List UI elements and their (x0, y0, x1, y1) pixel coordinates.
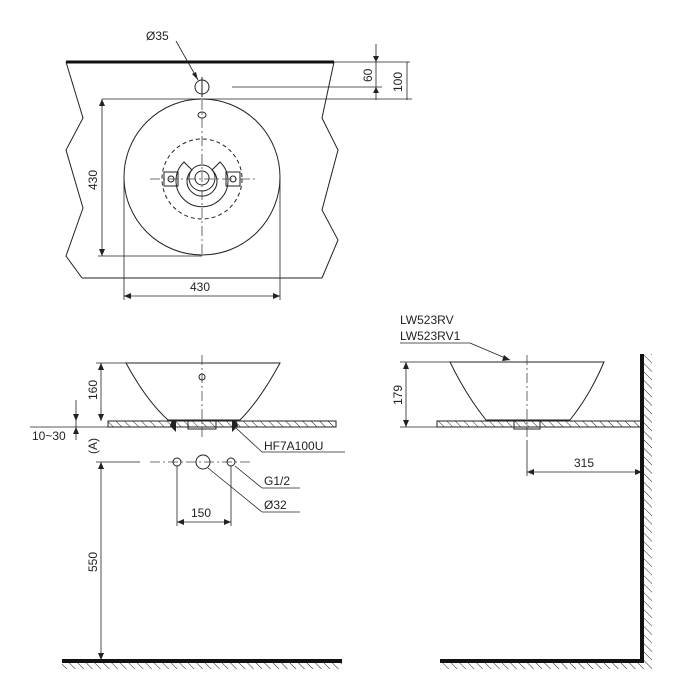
drain-part-label: HF7A100U (264, 439, 323, 453)
dim-160-label: 160 (86, 380, 100, 400)
hole-diameter-label: Ø35 (146, 29, 169, 43)
hole-diameter-arrow (192, 72, 198, 80)
dim-550-label: 550 (86, 552, 100, 572)
drain-part-leader (235, 427, 263, 453)
dim-315-arrow-right (635, 469, 642, 475)
drain-diameter-leader (207, 467, 263, 513)
drain-diameter-label: Ø32 (264, 498, 287, 512)
label-a: (A) (86, 438, 100, 454)
dim-430h-arrow-right (273, 293, 280, 299)
dim-179-arrow-top (403, 362, 409, 369)
dim-60-arrow-top (373, 56, 379, 62)
front-bowl (125, 362, 281, 421)
dim-550-arrow-top (98, 462, 104, 469)
dim-430h-label: 430 (190, 280, 210, 294)
model-label-2: LW523RV1 (400, 329, 461, 343)
plan-view: Ø35 60 100 430 430 (65, 29, 412, 300)
dim-60-label: 60 (361, 68, 375, 82)
dim-315-label: 315 (574, 456, 594, 470)
dim-179-label: 179 (391, 385, 405, 405)
dim-430v-arrow-top (99, 99, 105, 106)
front-left-clip (170, 420, 176, 432)
dim-179-arrow-bottom (403, 420, 409, 427)
front-floor-hatch (62, 663, 342, 669)
side-wall-hatch (644, 354, 652, 663)
drain-outlet (195, 454, 211, 470)
dim-160-arrow-top (98, 363, 104, 370)
dim-150-label: 150 (191, 506, 211, 520)
left-break-line (65, 61, 84, 279)
front-countertop (107, 420, 337, 428)
dim-10-30-label: 10~30 (32, 429, 66, 443)
dim-150-arrow-right (224, 519, 231, 525)
right-break-line (321, 61, 339, 279)
model-leader-arrow (502, 355, 510, 361)
drain-bracket (175, 161, 229, 208)
side-bowl (449, 361, 605, 421)
dim-60-arrow-bottom (373, 87, 379, 93)
dim-10-30-arrow-top (73, 414, 79, 421)
thread-leader (234, 465, 263, 489)
dim-150-arrow-left (177, 519, 184, 525)
side-view: LW523RV LW523RV1 179 315 (391, 313, 652, 669)
side-floor-hatch (440, 663, 652, 669)
thread-label: G1/2 (264, 474, 290, 488)
dim-430v-label: 430 (86, 170, 100, 190)
model-label-1: LW523RV (400, 313, 454, 327)
dim-100-label: 100 (391, 72, 405, 92)
dim-430v-arrow-bottom (99, 249, 105, 256)
dim-10-30-arrow-bottom (73, 427, 79, 434)
dim-160-arrow-bottom (98, 414, 104, 421)
dim-315-arrow-left (527, 469, 534, 475)
front-right-clip (232, 420, 238, 432)
front-view: 160 10~30 (A) HF7A100U G1/2 Ø32 150 (30, 355, 345, 669)
side-drain-body (513, 419, 541, 430)
dim-550-arrow-bottom (98, 653, 104, 660)
dim-430h-arrow-left (124, 293, 131, 299)
